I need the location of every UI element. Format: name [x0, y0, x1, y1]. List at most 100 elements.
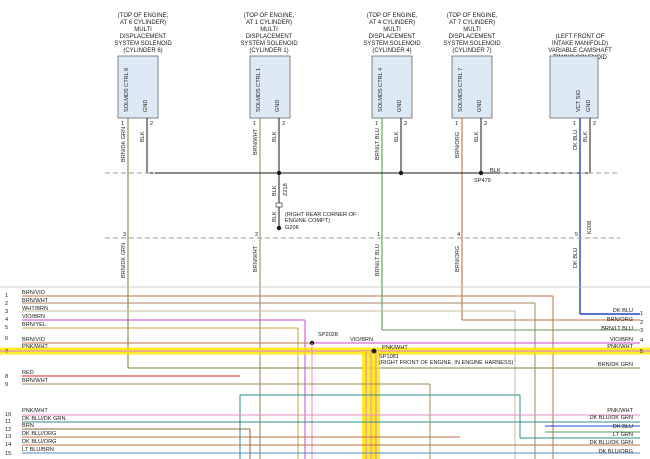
svg-text:(TOP OF ENGINE,: (TOP OF ENGINE, — [118, 13, 169, 19]
svg-text:1: 1 — [121, 121, 124, 127]
svg-text:15: 15 — [5, 451, 11, 457]
svg-text:6: 6 — [5, 336, 8, 342]
svg-text:4: 4 — [640, 338, 643, 344]
svg-text:BRN/LT BLU: BRN/LT BLU — [375, 244, 381, 276]
svg-text:BLK: BLK — [272, 211, 278, 222]
svg-text:RED: RED — [22, 370, 34, 376]
svg-text:1: 1 — [253, 121, 256, 127]
svg-text:VIO/BRN: VIO/BRN — [350, 337, 373, 343]
svg-text:AT 4 CYLINDER): AT 4 CYLINDER) — [369, 20, 415, 26]
svg-text:(RIGHT FRONT OF ENGINE, IN ENG: (RIGHT FRONT OF ENGINE, IN ENGINE HARNES… — [379, 360, 514, 366]
svg-text:5: 5 — [575, 232, 578, 238]
svg-text:BLK: BLK — [140, 131, 146, 142]
svg-text:BLK: BLK — [272, 185, 278, 196]
svg-text:GND: GND — [397, 100, 403, 112]
svg-text:BRN/VIO: BRN/VIO — [22, 290, 46, 296]
svg-text:2: 2 — [282, 121, 285, 127]
svg-text:MULTI: MULTI — [383, 27, 401, 33]
svg-text:INTAKE MANIFOLD): INTAKE MANIFOLD) — [552, 41, 608, 47]
svg-text:SYSTEM SOLENOID: SYSTEM SOLENOID — [363, 41, 421, 47]
svg-text:BLK: BLK — [394, 131, 400, 142]
svg-text:10: 10 — [5, 412, 11, 418]
svg-text:LT GRN: LT GRN — [613, 432, 633, 438]
svg-text:12: 12 — [5, 427, 11, 433]
caption-cyl6: (TOP OF ENGINE, AT 6 CYLINDER) MULTI DIS… — [114, 13, 172, 54]
svg-text:SOLMDS CTRL 1: SOLMDS CTRL 1 — [256, 68, 262, 112]
svg-text:BLK: BLK — [474, 131, 480, 142]
svg-text:WHT/BRN: WHT/BRN — [22, 306, 48, 312]
svg-text:2: 2 — [640, 320, 643, 326]
svg-text:(TOP OF ENGINE,: (TOP OF ENGINE, — [244, 13, 295, 19]
svg-text:PNK/WHT: PNK/WHT — [607, 344, 633, 350]
svg-text:DK BLU: DK BLU — [613, 424, 633, 430]
svg-text:1: 1 — [377, 232, 380, 238]
svg-text:14: 14 — [5, 442, 11, 448]
sp2028-label: SP2028 — [318, 332, 338, 338]
svg-text:(CYLINDER 6): (CYLINDER 6) — [123, 48, 162, 54]
caption-cyl4: (TOP OF ENGINE, AT 4 CYLINDER) MULTI DIS… — [363, 13, 421, 54]
caption-cyl1: (TOP OF ENGINE, AT 1 CYLINDER) MULTI DIS… — [240, 13, 298, 54]
ground-id: G206 — [285, 225, 299, 231]
svg-text:(TOP OF ENGINE,: (TOP OF ENGINE, — [447, 13, 498, 19]
svg-text:3: 3 — [640, 328, 643, 334]
svg-text:PNK/WHT: PNK/WHT — [607, 408, 633, 414]
svg-text:DK BLU/ORG: DK BLU/ORG — [22, 431, 57, 437]
svg-text:BRN/WHT: BRN/WHT — [253, 128, 259, 155]
svg-text:PNK/WHT: PNK/WHT — [22, 408, 48, 414]
svg-text:BRN/DK GRN: BRN/DK GRN — [598, 362, 633, 368]
svg-text:DISPLACEMENT: DISPLACEMENT — [449, 34, 496, 40]
svg-text:BRN: BRN — [22, 423, 34, 429]
svg-text:BRN/LT BLU: BRN/LT BLU — [601, 326, 633, 332]
svg-text:DK BLU/ORG: DK BLU/ORG — [598, 449, 633, 455]
svg-text:MULTI: MULTI — [134, 27, 152, 33]
svg-text:5: 5 — [640, 349, 643, 355]
svg-text:DK BLU/ORG: DK BLU/ORG — [22, 439, 57, 445]
svg-text:4: 4 — [457, 232, 460, 238]
solenoid-box-cyl7: SOLMDS CTRL 7 GND — [451, 55, 493, 119]
svg-text:(CYLINDER 7): (CYLINDER 7) — [452, 48, 491, 54]
svg-text:2: 2 — [255, 232, 258, 238]
svg-text:MULTI: MULTI — [463, 27, 481, 33]
svg-text:BLK: BLK — [583, 131, 589, 142]
svg-text:BRN/ORG: BRN/ORG — [607, 317, 633, 323]
svg-text:2: 2 — [484, 121, 487, 127]
svg-text:1: 1 — [375, 121, 378, 127]
svg-text:5: 5 — [5, 325, 8, 331]
svg-text:BRN/VIO: BRN/VIO — [22, 337, 46, 343]
svg-text:BRN/LT BLU: BRN/LT BLU — [375, 128, 381, 160]
svg-text:1: 1 — [640, 311, 643, 317]
svg-text:SOLMDS CTRL 4: SOLMDS CTRL 4 — [378, 68, 384, 112]
svg-text:GND: GND — [275, 100, 281, 112]
solenoid-box-cyl6: SOLMDS CTRL 6 GND — [117, 55, 159, 119]
svg-text:PNK/WHT: PNK/WHT — [22, 344, 48, 350]
svg-text:BRN/WHT: BRN/WHT — [253, 245, 259, 272]
solenoid-box-cyl4: SOLMDS CTRL 4 GND — [371, 55, 413, 119]
svg-text:3: 3 — [5, 309, 8, 315]
svg-text:DISPLACEMENT: DISPLACEMENT — [246, 34, 293, 40]
svg-text:3: 3 — [123, 232, 126, 238]
svg-text:4: 4 — [5, 317, 8, 323]
svg-text:BRN/DK GRN: BRN/DK GRN — [121, 127, 127, 162]
svg-text:(RIGHT REAR CORNER OF: (RIGHT REAR CORNER OF — [285, 212, 357, 218]
svg-text:BRN/YEL: BRN/YEL — [22, 322, 46, 328]
svg-text:VARIABLE CAMSHAFT: VARIABLE CAMSHAFT — [548, 48, 612, 54]
svg-text:DK BLU: DK BLU — [573, 248, 579, 268]
splice-sp1081 — [371, 348, 377, 354]
svg-text:11: 11 — [5, 419, 11, 425]
svg-text:(CYLINDER 4): (CYLINDER 4) — [372, 48, 411, 54]
svg-text:GND: GND — [586, 100, 592, 112]
svg-text:1: 1 — [573, 121, 576, 127]
ground-bus-label: BLK — [490, 168, 501, 174]
svg-text:AT 6 CYLINDER): AT 6 CYLINDER) — [120, 20, 166, 26]
svg-text:DISPLACEMENT: DISPLACEMENT — [369, 34, 416, 40]
svg-text:GND: GND — [477, 100, 483, 112]
svg-text:VCT SIG: VCT SIG — [576, 90, 582, 112]
svg-text:DK BLU: DK BLU — [573, 130, 579, 150]
svg-text:K208: K208 — [587, 221, 593, 234]
svg-text:MULTI: MULTI — [260, 27, 278, 33]
svg-text:ENGINE COMPT): ENGINE COMPT) — [285, 218, 330, 224]
svg-text:(TOP OF ENGINE,: (TOP OF ENGINE, — [367, 13, 418, 19]
